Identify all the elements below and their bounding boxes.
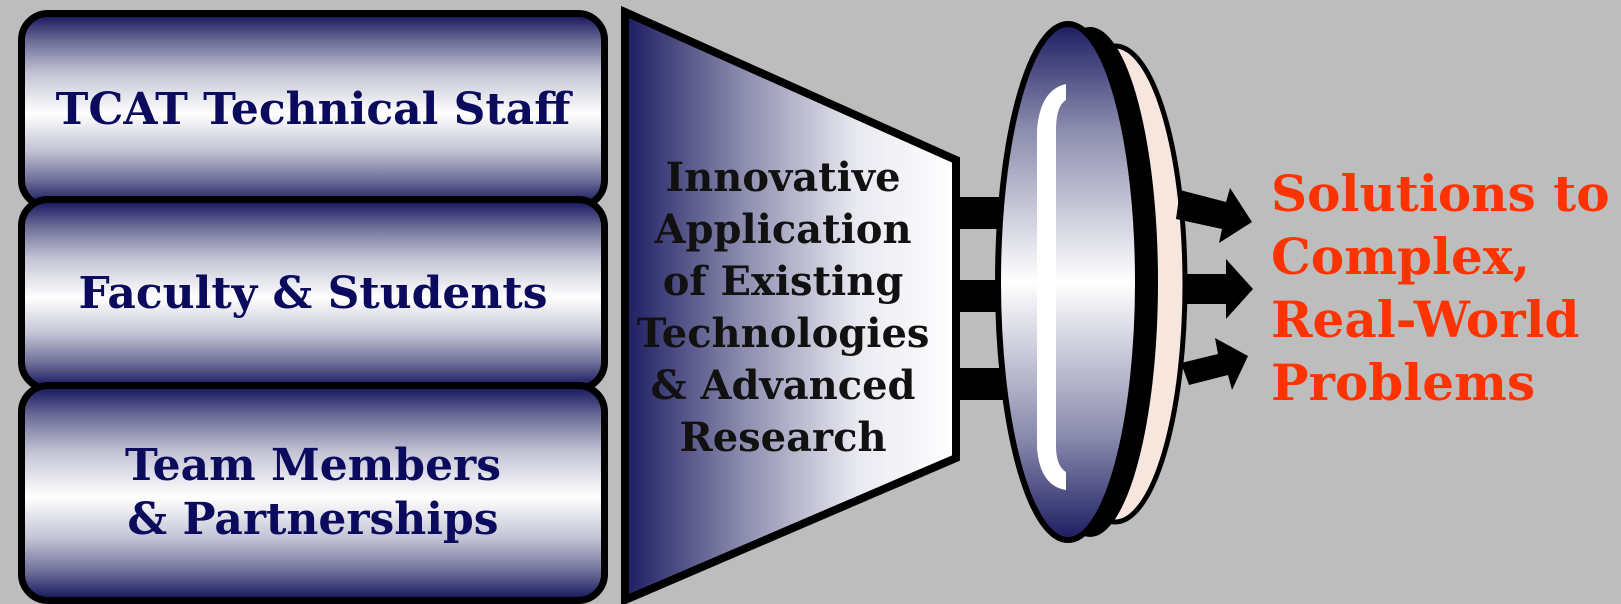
- input-box-label: Team Members & Partnerships: [125, 439, 501, 546]
- funnel-shape: [621, 5, 960, 604]
- input-box-faculty-students: Faculty & Students: [18, 196, 608, 392]
- process-line: Technologies: [636, 310, 930, 357]
- input-box-label: TCAT Technical Staff: [56, 83, 571, 137]
- input-box-technical-staff: TCAT Technical Staff: [18, 10, 608, 210]
- label-line: TCAT Technical Staff: [55, 84, 571, 136]
- input-box-team-members: Team Members & Partnerships: [18, 382, 608, 604]
- process-line: Research: [679, 414, 887, 461]
- input-box-label: Faculty & Students: [78, 267, 547, 321]
- arrow-right-icon: [1181, 338, 1248, 390]
- label-line: & Partnerships: [127, 494, 499, 545]
- arrow-right-icon: [1176, 188, 1252, 243]
- output-arrows: [1176, 188, 1253, 390]
- process-label: Innovative Application of Existing Techn…: [618, 152, 948, 464]
- output-line: Complex,: [1271, 227, 1531, 286]
- process-line: & Advanced: [650, 362, 916, 409]
- label-line: Team Members: [124, 440, 502, 492]
- label-line: Faculty & Students: [78, 268, 548, 320]
- process-line: Innovative: [665, 154, 901, 201]
- arrow-right-icon: [1183, 259, 1253, 319]
- output-line: Solutions to: [1271, 164, 1610, 223]
- process-line: Application: [654, 206, 912, 253]
- output-label: Solutions to Complex, Real-World Problem…: [1271, 162, 1621, 414]
- lens-shape: [995, 21, 1188, 543]
- output-line: Problems: [1271, 353, 1536, 412]
- output-line: Real-World: [1271, 290, 1580, 349]
- process-line: of Existing: [662, 258, 904, 305]
